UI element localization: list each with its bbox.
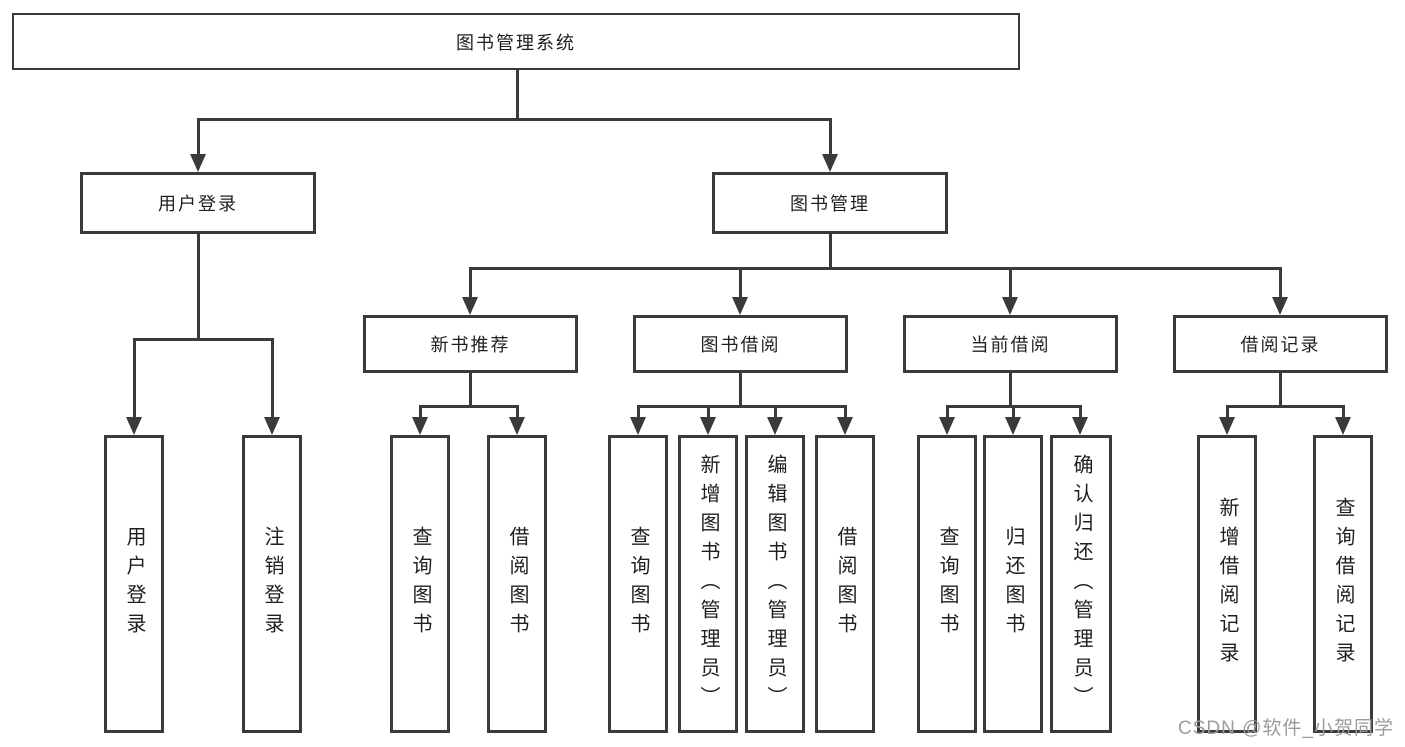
connector-drop-nbr-borrow <box>516 405 519 419</box>
arrow-down-icon <box>939 417 955 435</box>
node-user-login: 用户登录 <box>80 172 316 234</box>
leaf-cb-return-books: 归还图书 <box>983 435 1043 733</box>
node-current-borrowing: 当前借阅 <box>903 315 1118 373</box>
leaf-cb-confirm-return-admin: 确认归还（管理员） <box>1050 435 1112 733</box>
connector-cb-trunk <box>1009 373 1012 408</box>
leaf-nbr-borrow-books-label: 借阅图书 <box>506 526 528 642</box>
connector-drop-cb-confirm <box>1079 405 1082 419</box>
leaf-user-login-label: 用户登录 <box>123 526 145 642</box>
connector-drop-book-borrowing <box>739 267 742 299</box>
connector-drop-leaf-user-login <box>133 338 136 420</box>
connector-drop-cb-query <box>946 405 949 419</box>
arrow-down-icon <box>126 417 142 435</box>
connector-l2-bar <box>197 118 832 121</box>
leaf-br-add-record-label: 新增借阅记录 <box>1216 497 1238 671</box>
connector-drop-bb-add <box>707 405 710 419</box>
arrow-down-icon <box>1005 417 1021 435</box>
arrow-down-icon <box>837 417 853 435</box>
node-current-borrowing-label: 当前借阅 <box>970 335 1051 355</box>
connector-user-login-bar <box>133 338 274 341</box>
leaf-br-query-record-label: 查询借阅记录 <box>1332 497 1354 671</box>
arrow-down-icon <box>700 417 716 435</box>
leaf-cb-query-books-label: 查询图书 <box>936 526 958 642</box>
leaf-nbr-borrow-books: 借阅图书 <box>487 435 547 733</box>
connector-drop-new-book-rec <box>469 267 472 299</box>
arrow-down-icon <box>1272 297 1288 315</box>
arrow-down-icon <box>462 297 478 315</box>
node-book-borrowing-label: 图书借阅 <box>700 335 781 355</box>
leaf-bb-borrow-books-label: 借阅图书 <box>834 526 856 642</box>
connector-book-mgmt-trunk <box>829 234 832 270</box>
connector-br-bar <box>1226 405 1344 408</box>
node-root-label: 图书管理系统 <box>456 32 576 53</box>
leaf-bb-edit-books-admin-label: 编辑图书（管理员） <box>764 453 786 715</box>
leaf-br-add-record: 新增借阅记录 <box>1197 435 1257 733</box>
leaf-nbr-query-books: 查询图书 <box>390 435 450 733</box>
arrow-down-icon <box>190 154 206 172</box>
leaf-logout: 注销登录 <box>242 435 302 733</box>
connector-nbr-bar <box>419 405 519 408</box>
connector-root-trunk <box>516 70 519 118</box>
connector-drop-bb-query <box>637 405 640 419</box>
leaf-br-query-record: 查询借阅记录 <box>1313 435 1373 733</box>
leaf-user-login: 用户登录 <box>104 435 164 733</box>
connector-drop-book-mgmt <box>829 118 832 156</box>
node-book-borrowing: 图书借阅 <box>633 315 848 373</box>
connector-br-trunk <box>1279 373 1282 408</box>
connector-drop-bb-edit <box>774 405 777 419</box>
connector-drop-user-login <box>197 118 200 156</box>
leaf-bb-borrow-books: 借阅图书 <box>815 435 875 733</box>
connector-bb-bar <box>637 405 846 408</box>
leaf-bb-query-books: 查询图书 <box>608 435 668 733</box>
leaf-cb-confirm-return-admin-label: 确认归还（管理员） <box>1070 453 1092 715</box>
connector-drop-leaf-logout <box>271 338 274 420</box>
leaf-bb-add-books-admin-label: 新增图书（管理员） <box>697 453 719 715</box>
arrow-down-icon <box>822 154 838 172</box>
arrow-down-icon <box>732 297 748 315</box>
connector-drop-current-borrowing <box>1009 267 1012 299</box>
leaf-cb-return-books-label: 归还图书 <box>1002 526 1024 642</box>
leaf-bb-edit-books-admin: 编辑图书（管理员） <box>745 435 805 733</box>
arrow-down-icon <box>412 417 428 435</box>
node-book-management: 图书管理 <box>712 172 948 234</box>
node-root: 图书管理系统 <box>12 13 1020 70</box>
node-book-management-label: 图书管理 <box>790 194 870 214</box>
arrow-down-icon <box>1002 297 1018 315</box>
connector-bb-trunk <box>739 373 742 408</box>
csdn-watermark: CSDN @软件_小贺同学 <box>1178 718 1394 739</box>
node-borrowing-records-label: 借阅记录 <box>1240 335 1321 355</box>
leaf-bb-add-books-admin: 新增图书（管理员） <box>678 435 738 733</box>
node-borrowing-records: 借阅记录 <box>1173 315 1388 373</box>
leaf-logout-label: 注销登录 <box>261 526 283 642</box>
connector-drop-nbr-query <box>419 405 422 419</box>
leaf-cb-query-books: 查询图书 <box>917 435 977 733</box>
arrow-down-icon <box>767 417 783 435</box>
node-new-book-recommendation: 新书推荐 <box>363 315 578 373</box>
arrow-down-icon <box>509 417 525 435</box>
arrow-down-icon <box>264 417 280 435</box>
node-new-book-recommendation-label: 新书推荐 <box>430 335 511 355</box>
arrow-down-icon <box>1219 417 1235 435</box>
leaf-bb-query-books-label: 查询图书 <box>627 526 649 642</box>
node-user-login-label: 用户登录 <box>158 194 238 214</box>
arrow-down-icon <box>1335 417 1351 435</box>
connector-l3-bar <box>469 267 1281 270</box>
arrow-down-icon <box>630 417 646 435</box>
arrow-down-icon <box>1072 417 1088 435</box>
connector-drop-borrowing-records <box>1279 267 1282 299</box>
connector-nbr-trunk <box>469 373 472 408</box>
connector-drop-br-add <box>1226 405 1229 419</box>
connector-drop-cb-return <box>1012 405 1015 419</box>
connector-drop-br-query <box>1342 405 1345 419</box>
connector-user-login-trunk <box>197 234 200 340</box>
leaf-nbr-query-books-label: 查询图书 <box>409 526 431 642</box>
connector-drop-bb-borrow <box>844 405 847 419</box>
